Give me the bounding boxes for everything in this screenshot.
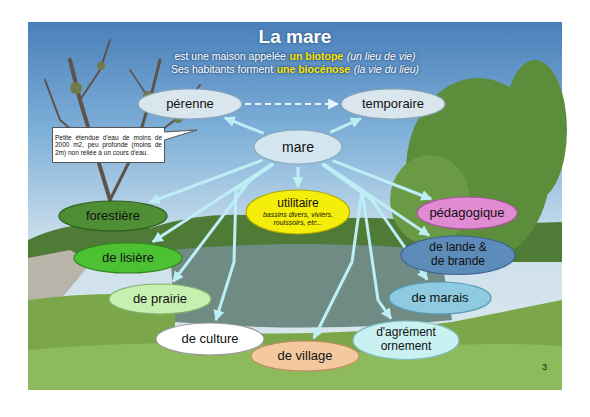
ellipse-shape (251, 341, 359, 371)
ellipse-node: d'agrément ornement (352, 320, 460, 360)
node-label: mare (282, 139, 314, 155)
text-wrap: utilitairebassins divers, viviers, rouis… (259, 197, 337, 227)
subtitle-text: (un lieu de vie) (347, 50, 416, 62)
text-wrap: pérenne (166, 97, 214, 112)
text-wrap: de marais (411, 291, 468, 306)
ellipse-node: de culture (155, 322, 265, 356)
subtitle-line: Ses habitants forment une biocénose(la vi… (0, 63, 590, 75)
highlight-term: un biotope (289, 50, 343, 62)
ellipse-node: de village (250, 340, 360, 372)
arrow-connector (333, 161, 431, 199)
text-wrap: d'agrément ornement (370, 326, 442, 354)
ellipse-shape (246, 190, 350, 234)
arrow-connector (330, 119, 361, 133)
ellipse-node: de marais (388, 281, 492, 315)
node-label: pédagogique (429, 206, 504, 221)
arrow-connector (216, 164, 274, 320)
subtitle-text: (la vie du lieu) (354, 63, 419, 75)
sky (28, 22, 562, 390)
text-wrap: forestière (86, 209, 140, 224)
grass (28, 294, 562, 390)
subtitle-line: est une maison appeléeun biotope (un lieu… (0, 50, 590, 62)
ellipse-shape (109, 284, 211, 314)
ellipse-shape (341, 89, 445, 119)
text-wrap: temporaire (362, 97, 424, 112)
arrow-connector (225, 118, 264, 133)
ellipse-shape (353, 321, 459, 359)
node-label: d'agrément ornement (370, 326, 442, 354)
ellipse-shape (389, 282, 491, 314)
subtitle-text: Ses habitants forment (171, 63, 273, 75)
ellipse-shape (156, 323, 264, 355)
slide-title: La mare (0, 26, 590, 48)
node-label: de marais (411, 291, 468, 306)
text-wrap: mare (282, 139, 314, 155)
ellipse-node: de prairie (108, 283, 212, 315)
ellipse-shape (254, 130, 342, 164)
ellipse-shape (401, 236, 515, 274)
node-label: de lisière (102, 251, 154, 266)
ellipse-shape (74, 243, 182, 273)
subtitle-text: est une maison appelée (174, 50, 286, 62)
ellipse-node: de lisière (73, 242, 183, 274)
page-number: 3 (542, 362, 547, 372)
callout-shape (53, 128, 198, 163)
node-label: Petite étendue d'eau de moins de 2000 m2… (55, 134, 162, 156)
node-label: de village (278, 349, 333, 364)
ellipse-node: mare (253, 129, 343, 165)
ellipse-shape (417, 197, 517, 229)
dashed-arrow (245, 103, 338, 105)
ellipse-node: utilitairebassins divers, viviers, rouis… (245, 189, 351, 235)
text-wrap: de lisière (102, 251, 154, 266)
ellipse-node: pédagogique (416, 196, 518, 230)
ellipse-shape (59, 201, 167, 231)
ellipse-shape (138, 89, 242, 119)
ellipse-node: forestière (58, 200, 168, 232)
text-wrap: de lande & de brande (421, 241, 495, 269)
callout-box: Petite étendue d'eau de moins de 2000 m2… (52, 127, 165, 163)
node-label: forestière (86, 209, 140, 224)
arrow-connector (314, 164, 362, 338)
text-wrap: Petite étendue d'eau de moins de 2000 m2… (55, 134, 162, 156)
node-label: de prairie (133, 292, 187, 307)
node-label: de culture (181, 332, 238, 347)
node-label: pérenne (166, 97, 214, 112)
node-label: utilitaire (259, 197, 337, 211)
text-wrap: pédagogique (429, 206, 504, 221)
node-detail: bassins divers, viviers, rouissoirs, etc… (259, 211, 337, 227)
ellipse-node: temporaire (340, 88, 446, 120)
text-wrap: de culture (181, 332, 238, 347)
ellipse-node: de lande & de brande (400, 235, 516, 275)
node-label: de lande & de brande (421, 241, 495, 269)
node-label: temporaire (362, 97, 424, 112)
text-wrap: de prairie (133, 292, 187, 307)
highlight-term: une biocénose (277, 63, 351, 75)
ellipse-node: pérenne (137, 88, 243, 120)
text-wrap: de village (278, 349, 333, 364)
arrow-connector (296, 167, 299, 187)
